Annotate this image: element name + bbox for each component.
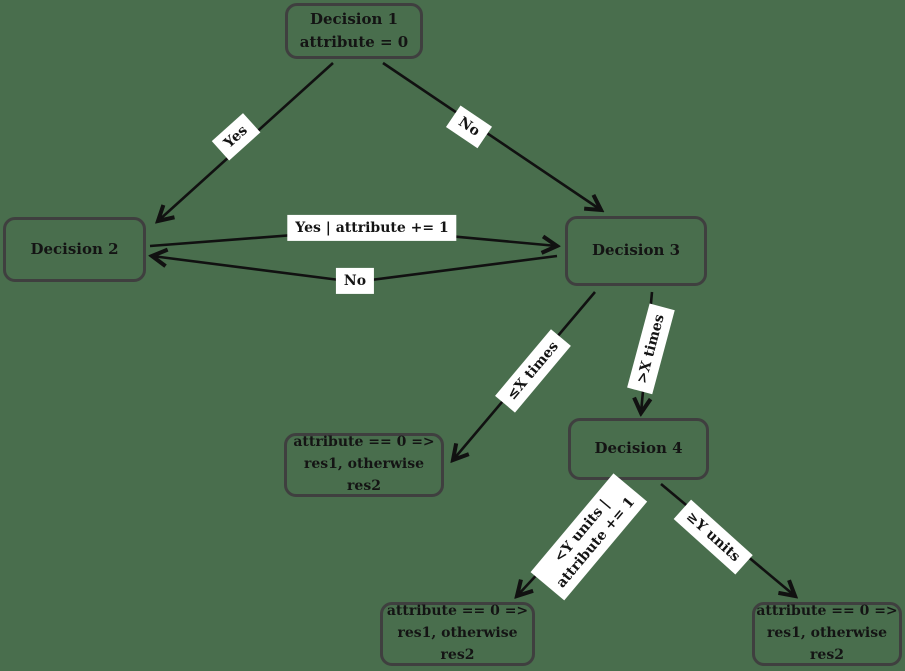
node-decision1-title: Decision 1 [309,9,399,28]
node-result-bottom-left: attribute == 0 => res1, otherwise res2 [380,602,535,666]
node-result-bottom-left-line2: res1, otherwise res2 [397,625,518,663]
edge-label-no-return: No [335,267,375,295]
node-decision4: Decision 4 [568,418,709,480]
node-decision1: Decision 1 attribute = 0 [285,3,423,59]
edge-label-no-return-text: No [343,272,367,289]
node-decision3-title: Decision 3 [591,241,681,260]
node-result-bottom-left-line1: attribute == 0 => [386,603,529,620]
node-result-left: attribute == 0 => res1, otherwise res2 [284,433,444,497]
edge-label-yes-attribute: Yes | attribute += 1 [287,214,457,242]
node-decision3: Decision 3 [565,216,707,286]
node-decision4-title: Decision 4 [594,439,683,458]
edge-d1-d3 [382,61,601,210]
node-decision2-title: Decision 2 [30,239,119,258]
node-result-bottom-right: attribute == 0 => res1, otherwise res2 [752,602,902,666]
node-result-bottom-right-line2: res1, otherwise res2 [766,625,888,663]
edge-label-yes-attribute-text: Yes | attribute += 1 [295,219,449,236]
edge-label-no-right-text: No [455,114,483,140]
node-decision1-subtitle: attribute = 0 [299,33,409,51]
node-result-left-line1: attribute == 0 => [293,434,435,451]
node-result-bottom-right-line1: attribute == 0 => [756,603,898,620]
node-result-left-line2: res1, otherwise res2 [303,456,425,494]
node-decision2: Decision 2 [3,217,146,282]
